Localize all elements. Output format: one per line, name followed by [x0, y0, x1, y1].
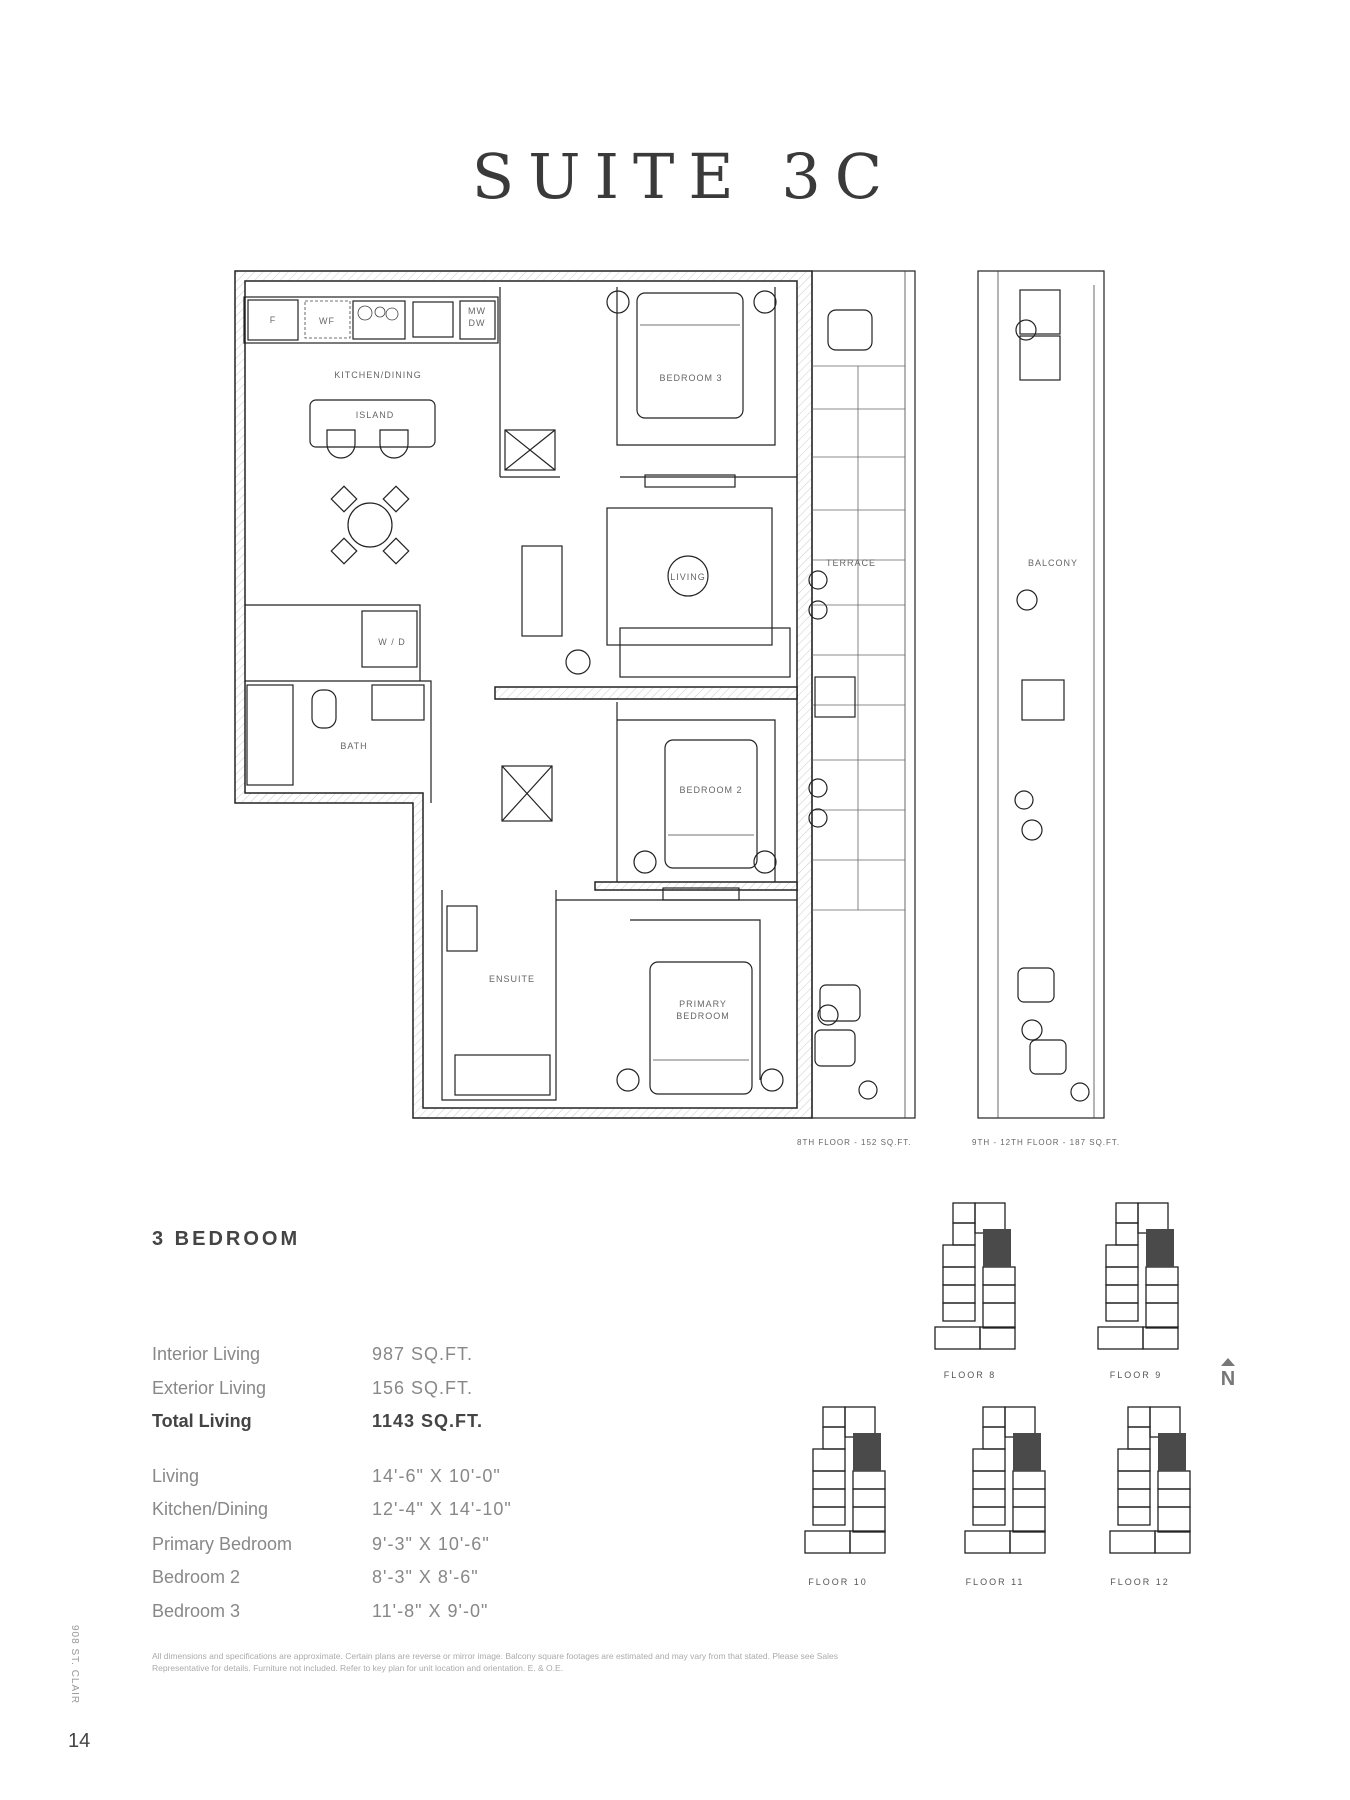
room-label-balcony: BALCONY — [1028, 558, 1078, 568]
north-indicator: N — [1216, 1358, 1240, 1391]
room-dimension: Bedroom 2 8'-3" X 8'-6" — [152, 1567, 652, 1588]
room-dimension: Living 14'-6" X 10'-0" — [152, 1466, 652, 1487]
room-dimension: Bedroom 3 11'-8" X 9'-0" — [152, 1601, 652, 1622]
disclaimer: All dimensions and specifications are ap… — [152, 1651, 839, 1673]
spec-exterior: Exterior Living 156 SQ.FT. — [152, 1378, 652, 1399]
microwave-label: MW — [468, 306, 486, 316]
bath — [246, 429, 556, 822]
terrace-area-label: 8TH FLOOR - 152 SQ.FT. — [797, 1138, 912, 1147]
room-label-living: LIVING — [670, 572, 706, 582]
spec-total: Total Living 1143 SQ.FT. — [152, 1411, 652, 1432]
spec-value: 156 SQ.FT. — [372, 1378, 474, 1398]
spec-interior: Interior Living 987 SQ.FT. — [152, 1344, 652, 1365]
key-plan-label-floor-11: FLOOR 11 — [965, 1577, 1025, 1587]
spec-label: Exterior Living — [152, 1378, 267, 1398]
room-label-island: ISLAND — [356, 410, 395, 420]
room-name: Kitchen/Dining — [152, 1499, 269, 1519]
page-title: SUITE 3C — [471, 140, 897, 213]
room-name: Bedroom 3 — [152, 1601, 241, 1621]
spec-label: Total Living — [152, 1411, 252, 1431]
spec-value: 987 SQ.FT. — [372, 1344, 474, 1364]
room-size: 12'-4" X 14'-10" — [372, 1499, 512, 1519]
room-label-kitchen: KITCHEN/DINING — [334, 370, 422, 380]
room-label-primary: PRIMARY — [679, 999, 727, 1009]
room-label-terrace: TERRACE — [826, 558, 876, 568]
dishwasher-label: DW — [469, 318, 486, 328]
key-plan-floor-8 — [934, 1202, 1016, 1350]
key-plan-floor-9 — [1097, 1202, 1179, 1350]
key-plan-label-floor-10: FLOOR 10 — [808, 1577, 868, 1587]
highlighted-unit — [1146, 1229, 1174, 1267]
room-size: 8'-3" X 8'-6" — [372, 1567, 479, 1587]
highlighted-unit — [1158, 1433, 1186, 1471]
room-size: 9'-3" X 10'-6" — [372, 1534, 490, 1554]
room-label-ensuite: ENSUITE — [489, 974, 535, 984]
room-name: Primary Bedroom — [152, 1534, 293, 1554]
unit-type: 3 BEDROOM — [152, 1228, 301, 1250]
balcony-area-label: 9TH - 12TH FLOOR - 187 SQ.FT. — [972, 1138, 1121, 1147]
building-name: 908 ST. CLAIR — [69, 1625, 80, 1705]
key-plan-floor-10 — [804, 1406, 886, 1554]
room-size: 14'-6" X 10'-0" — [372, 1466, 501, 1486]
key-plan-label-floor-8: FLOOR 8 — [943, 1370, 997, 1380]
highlighted-unit — [853, 1433, 881, 1471]
room-dimension: Primary Bedroom 9'-3" X 10'-6" — [152, 1534, 652, 1555]
furniture — [446, 290, 791, 1096]
kitchen — [243, 296, 499, 668]
room-label-bath: BATH — [340, 741, 367, 751]
room-label-primary-2: BEDROOM — [676, 1011, 730, 1021]
room-name: Bedroom 2 — [152, 1567, 241, 1587]
key-plan-floor-12 — [1109, 1406, 1191, 1554]
wine-fridge-label: WF — [319, 316, 335, 326]
north-label: N — [1220, 1368, 1236, 1390]
room-label-bedroom3: BEDROOM 3 — [659, 373, 722, 383]
page-number: 14 — [68, 1730, 91, 1752]
key-plan-floor-11 — [964, 1406, 1046, 1554]
key-plan-label-floor-9: FLOOR 9 — [1109, 1370, 1163, 1380]
room-label-bedroom2: BEDROOM 2 — [679, 785, 742, 795]
spec-value: 1143 SQ.FT. — [372, 1411, 484, 1431]
key-plan-label-floor-12: FLOOR 12 — [1110, 1577, 1170, 1587]
highlighted-unit — [1013, 1433, 1041, 1471]
room-label-wd: W / D — [378, 637, 406, 647]
room-dimension: Kitchen/Dining 12'-4" X 14'-10" — [152, 1499, 652, 1520]
spec-label: Interior Living — [152, 1344, 261, 1364]
key-plans — [804, 1202, 1191, 1554]
fridge-label: F — [270, 315, 277, 325]
room-size: 11'-8" X 9'-0" — [372, 1601, 489, 1621]
terrace — [808, 270, 916, 1119]
north-arrow-icon — [1221, 1358, 1235, 1366]
balcony — [977, 270, 1105, 1119]
room-name: Living — [152, 1466, 200, 1486]
highlighted-unit — [983, 1229, 1011, 1267]
